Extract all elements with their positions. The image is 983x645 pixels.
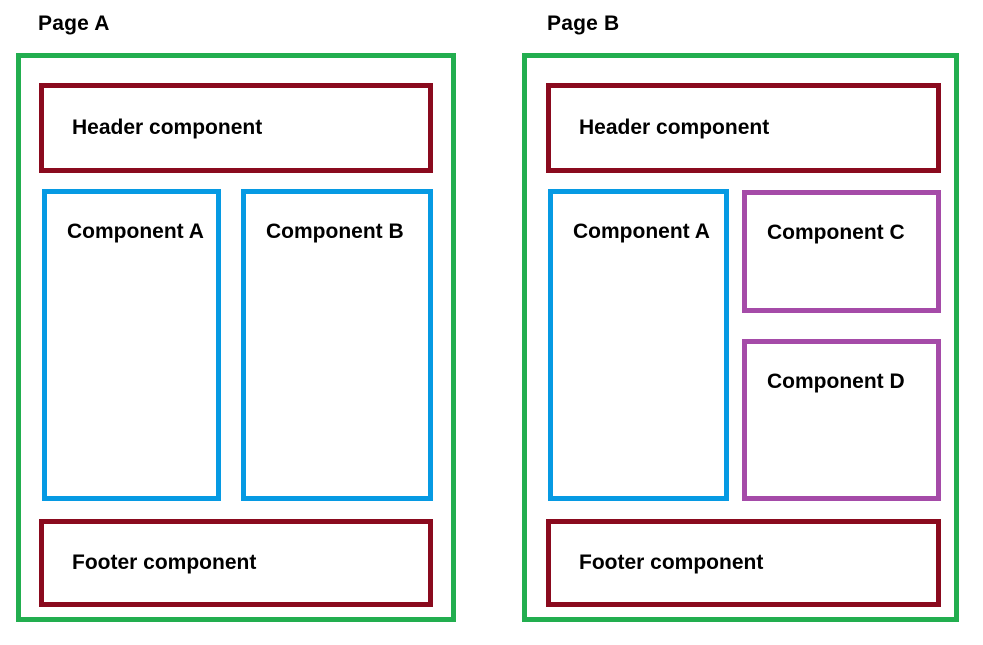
page-b-component-a-label: Component A bbox=[573, 220, 710, 243]
page-a-header-label: Header component bbox=[72, 115, 263, 139]
page-a-footer-component[interactable]: Footer component bbox=[39, 519, 433, 607]
page-b-title: Page B bbox=[547, 12, 620, 35]
page-a-component-b-label: Component B bbox=[266, 220, 404, 243]
page-b-frame: Header component Component A Component C… bbox=[522, 53, 959, 622]
page-b-component-a[interactable]: Component A bbox=[548, 189, 729, 501]
page-a-title: Page A bbox=[38, 12, 110, 35]
page-b-footer-component[interactable]: Footer component bbox=[546, 519, 941, 607]
page-a-component-a-label: Component A bbox=[67, 220, 204, 243]
page-a-header-component[interactable]: Header component bbox=[39, 83, 433, 173]
page-b-component-d-label: Component D bbox=[767, 370, 905, 393]
page-a-component-b[interactable]: Component B bbox=[241, 189, 433, 501]
page-b-component-c[interactable]: Component C bbox=[742, 190, 941, 313]
page-b-header-component[interactable]: Header component bbox=[546, 83, 941, 173]
page-b-header-label: Header component bbox=[579, 115, 770, 139]
page-a-frame: Header component Component A Component B… bbox=[16, 53, 456, 622]
page-b-component-c-label: Component C bbox=[767, 221, 905, 244]
page-a-component-a[interactable]: Component A bbox=[42, 189, 221, 501]
page-a-footer-label: Footer component bbox=[72, 550, 257, 574]
page-b-footer-label: Footer component bbox=[579, 550, 764, 574]
page-b-component-d[interactable]: Component D bbox=[742, 339, 941, 501]
